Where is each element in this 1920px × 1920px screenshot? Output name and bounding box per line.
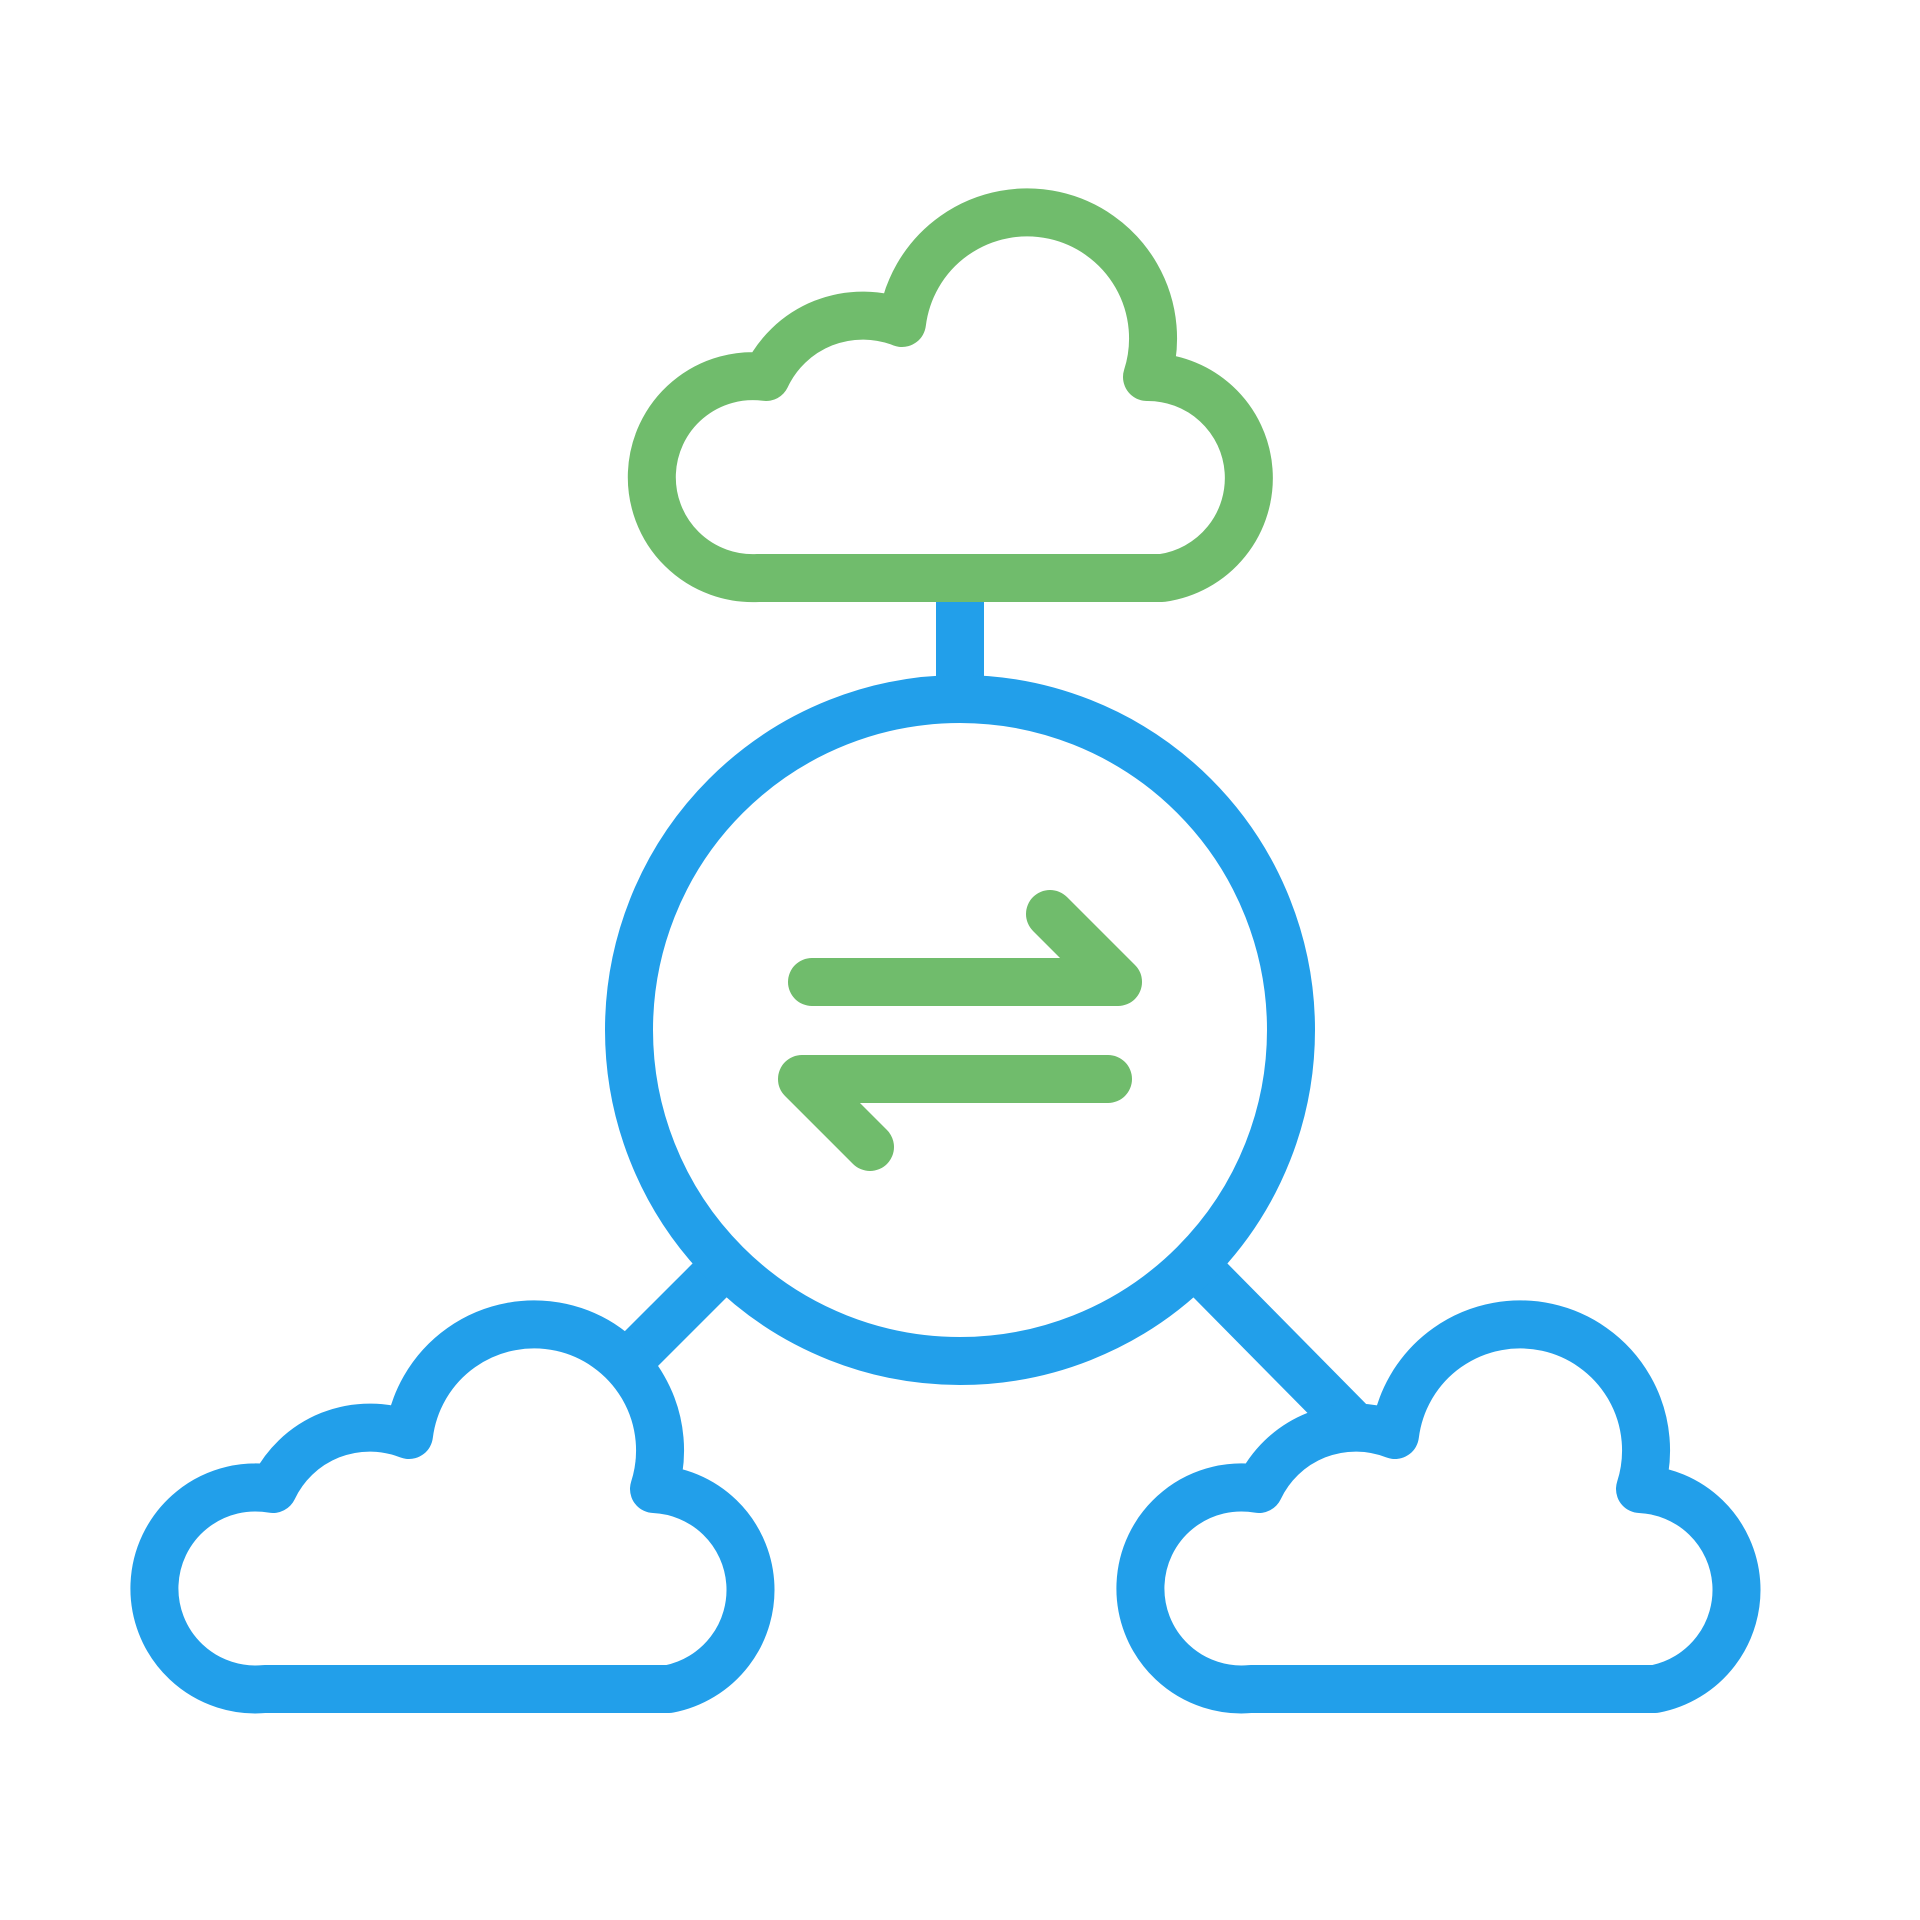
hub-circle bbox=[605, 675, 1315, 1385]
bottom-left-cloud-icon bbox=[130, 1300, 775, 1714]
arrow-left-icon bbox=[778, 1055, 1132, 1171]
arrow-right-icon bbox=[788, 890, 1142, 1006]
bottom-right-cloud-icon bbox=[1116, 1300, 1761, 1714]
transfer-arrows-icon bbox=[778, 890, 1142, 1171]
top-cloud-icon bbox=[627, 188, 1273, 603]
